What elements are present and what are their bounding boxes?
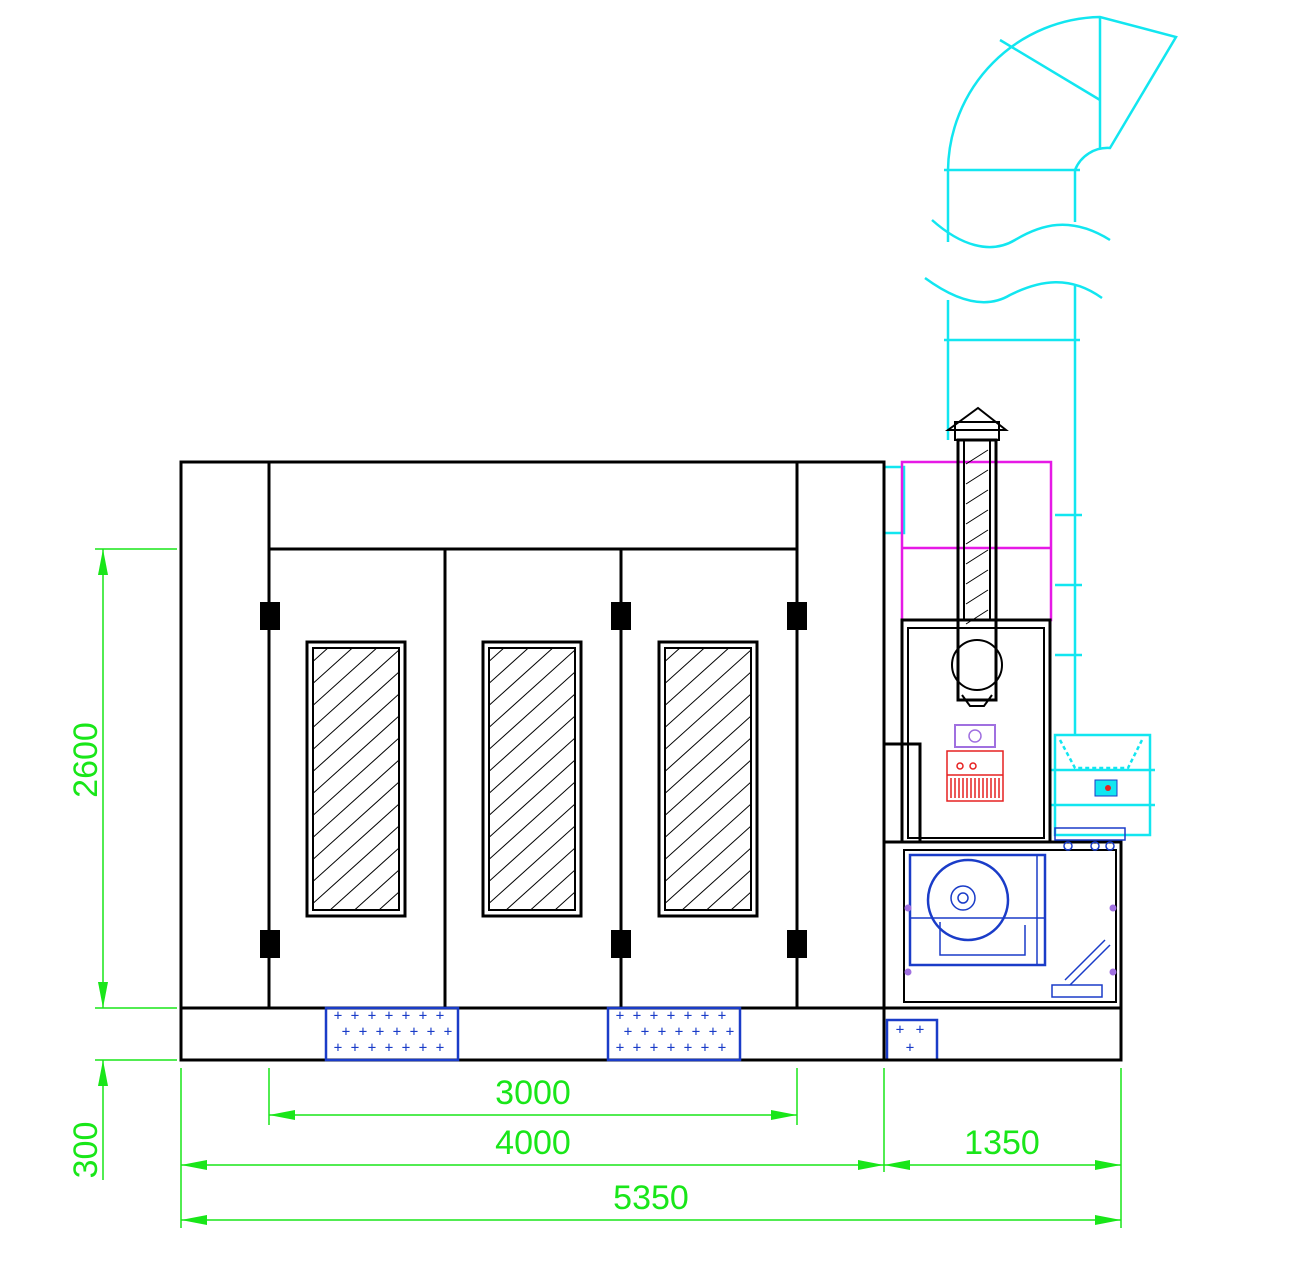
svg-text:+: + bbox=[351, 1008, 359, 1024]
svg-text:+: + bbox=[368, 1040, 376, 1056]
dim-booth-width: 4000 bbox=[495, 1124, 571, 1162]
svg-text:+: + bbox=[726, 1024, 734, 1040]
svg-text:+: + bbox=[334, 1040, 342, 1056]
svg-text:+: + bbox=[701, 1040, 709, 1056]
svg-text:+: + bbox=[444, 1024, 452, 1040]
dim-booth-height: 2600 bbox=[67, 722, 105, 798]
chimney-stack bbox=[944, 406, 1009, 707]
svg-text:+: + bbox=[718, 1008, 726, 1024]
svg-text:+: + bbox=[906, 1040, 914, 1056]
svg-text:+: + bbox=[393, 1024, 401, 1040]
svg-text:+: + bbox=[616, 1008, 624, 1024]
window-right bbox=[657, 640, 759, 918]
svg-text:+: + bbox=[419, 1008, 427, 1024]
svg-text:+: + bbox=[351, 1040, 359, 1056]
svg-text:+: + bbox=[675, 1024, 683, 1040]
booth-frame bbox=[179, 460, 886, 1062]
svg-text:+: + bbox=[334, 1008, 342, 1024]
svg-text:+: + bbox=[650, 1040, 658, 1056]
window-middle bbox=[481, 640, 583, 918]
svg-text:+: + bbox=[633, 1040, 641, 1056]
svg-text:+: + bbox=[385, 1008, 393, 1024]
window-left bbox=[305, 640, 407, 918]
door-hinges bbox=[260, 602, 807, 958]
dim-base-height: 300 bbox=[67, 1122, 105, 1179]
floor-grates: ++++++++++++++++++++++++++++++++++++++++… bbox=[324, 1006, 939, 1062]
svg-text:+: + bbox=[709, 1024, 717, 1040]
svg-text:+: + bbox=[718, 1040, 726, 1056]
svg-text:+: + bbox=[650, 1008, 658, 1024]
svg-text:+: + bbox=[368, 1008, 376, 1024]
svg-text:+: + bbox=[436, 1008, 444, 1024]
dimensions: 2600 300 3000 4000 1350 5350 bbox=[67, 548, 1122, 1228]
svg-text:+: + bbox=[402, 1040, 410, 1056]
svg-text:+: + bbox=[624, 1024, 632, 1040]
svg-text:+: + bbox=[616, 1040, 624, 1056]
svg-text:+: + bbox=[402, 1008, 410, 1024]
svg-text:+: + bbox=[342, 1024, 350, 1040]
burner bbox=[946, 724, 1004, 802]
svg-text:+: + bbox=[419, 1040, 427, 1056]
svg-text:+: + bbox=[896, 1022, 904, 1038]
svg-text:+: + bbox=[376, 1024, 384, 1040]
svg-text:+: + bbox=[385, 1040, 393, 1056]
svg-text:+: + bbox=[667, 1040, 675, 1056]
svg-text:+: + bbox=[658, 1024, 666, 1040]
svg-text:+: + bbox=[427, 1024, 435, 1040]
svg-text:+: + bbox=[684, 1008, 692, 1024]
svg-text:+: + bbox=[410, 1024, 418, 1040]
svg-text:+: + bbox=[692, 1024, 700, 1040]
dim-door-width: 3000 bbox=[495, 1074, 571, 1112]
svg-text:+: + bbox=[633, 1008, 641, 1024]
dim-unit-width: 1350 bbox=[964, 1124, 1040, 1162]
air-handling-unit bbox=[882, 540, 1126, 1062]
exhaust-duct bbox=[882, 15, 1178, 837]
svg-text:+: + bbox=[701, 1008, 709, 1024]
svg-text:+: + bbox=[684, 1040, 692, 1056]
svg-text:+: + bbox=[916, 1022, 924, 1038]
svg-text:+: + bbox=[667, 1008, 675, 1024]
dim-total-width: 5350 bbox=[613, 1179, 689, 1217]
door-windows bbox=[305, 640, 759, 918]
burner-housing bbox=[900, 460, 1053, 622]
svg-text:+: + bbox=[359, 1024, 367, 1040]
svg-text:+: + bbox=[436, 1040, 444, 1056]
svg-text:+: + bbox=[641, 1024, 649, 1040]
